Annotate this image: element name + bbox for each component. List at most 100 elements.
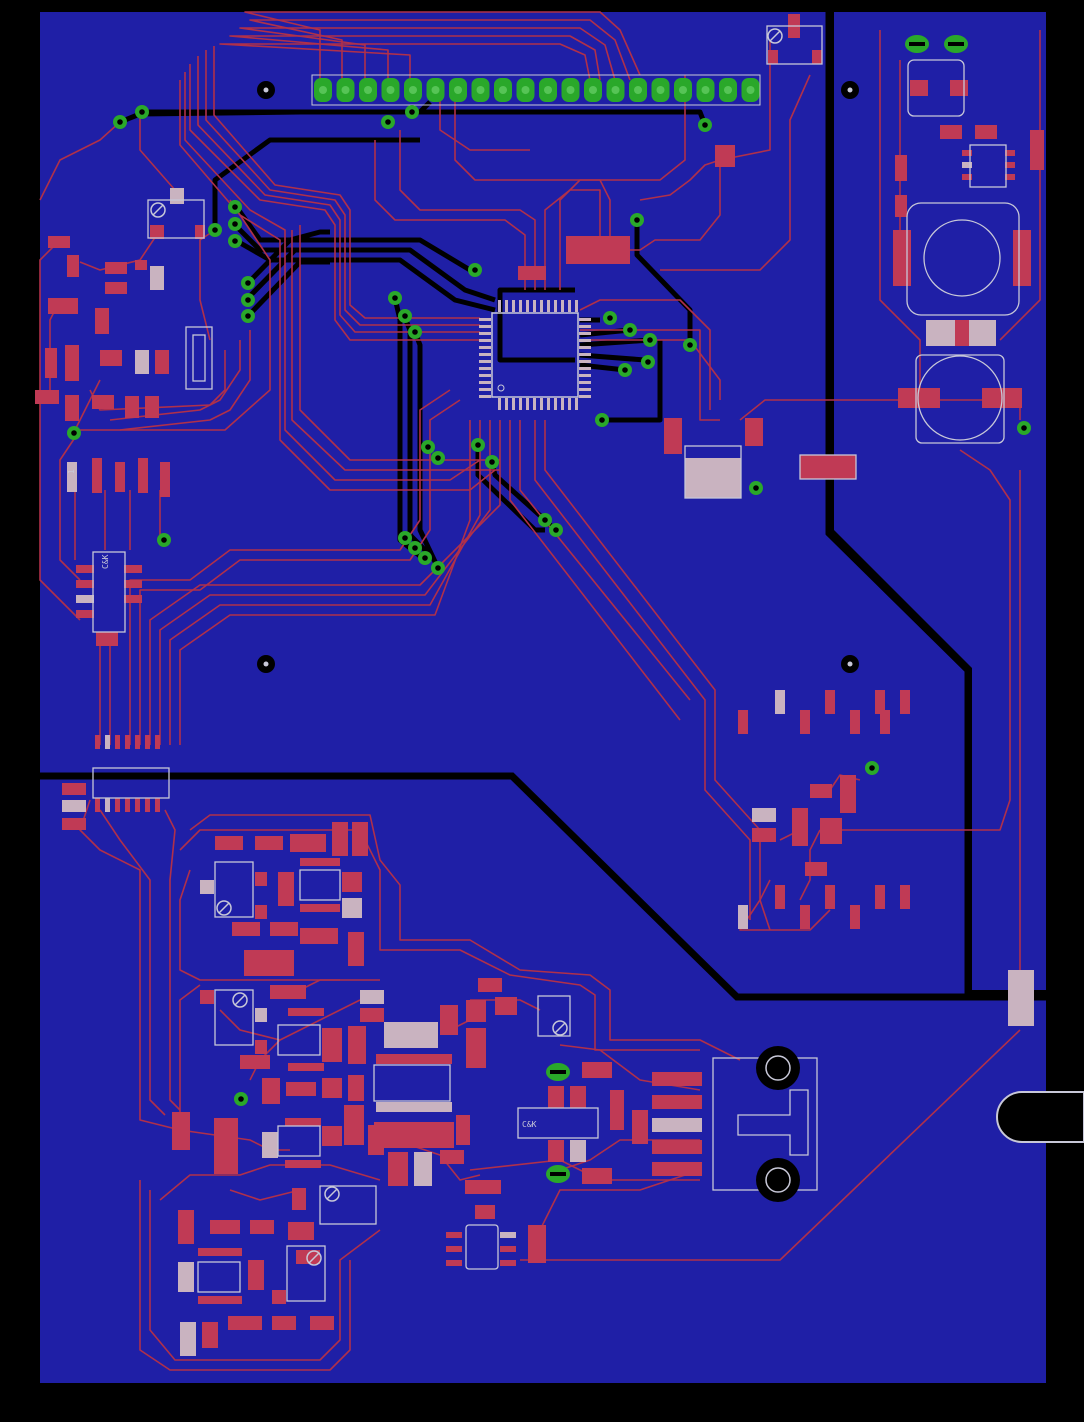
- smd-pad: [570, 1140, 586, 1162]
- via-hole: [645, 359, 651, 365]
- smd-pad: [752, 808, 776, 822]
- header-pin-hole: [679, 86, 687, 94]
- qfp-pin: [547, 300, 550, 312]
- smd-pad: [262, 1132, 278, 1158]
- smd-pad: [440, 1150, 464, 1164]
- qfp-pin: [579, 367, 591, 370]
- header-pin-hole: [589, 86, 597, 94]
- qfp-pin: [579, 339, 591, 342]
- qfp-pin: [540, 398, 543, 410]
- smd-pad: [105, 798, 110, 812]
- qfp-pin: [554, 300, 557, 312]
- smd-pad: [45, 348, 57, 378]
- smd-pad: [376, 1102, 452, 1112]
- smd-pad: [570, 1086, 586, 1108]
- smd-pad: [198, 1248, 242, 1256]
- smd-pad: [332, 822, 348, 856]
- smd-pad: [67, 255, 79, 277]
- smd-pad: [255, 836, 283, 850]
- smd-pad: [228, 1316, 262, 1330]
- qfp-pin: [526, 398, 529, 410]
- smd-pad: [178, 1262, 194, 1292]
- smd-pad: [155, 798, 160, 812]
- header-pin-hole: [386, 86, 395, 94]
- qfp-pin: [505, 398, 508, 410]
- header-pin-hole: [341, 86, 350, 94]
- via-hole: [550, 1070, 566, 1074]
- via-hole: [553, 527, 559, 533]
- smd-pad: [1030, 130, 1044, 170]
- qfp-pin: [568, 398, 571, 410]
- qfp-pin: [575, 300, 578, 312]
- smd-pad: [178, 1210, 194, 1244]
- trimmer-wiper: [234, 994, 246, 1006]
- smd-pad: [800, 710, 810, 734]
- via-hole: [238, 1096, 244, 1102]
- smd-pad: [95, 308, 109, 334]
- smd-pad: [528, 1225, 546, 1263]
- smd-pad: [285, 1118, 321, 1126]
- qfp-pin: [519, 300, 522, 312]
- trimmer-potentiometer-icon: [150, 202, 166, 218]
- smd-pad: [65, 345, 79, 381]
- smd-pad: [895, 195, 907, 217]
- smd-pad: [495, 997, 517, 1015]
- via-hole: [422, 555, 428, 561]
- header-pin-hole: [611, 86, 620, 94]
- via-hole: [245, 297, 251, 303]
- smd-pad: [893, 230, 911, 286]
- qfp-pin: [526, 300, 529, 312]
- smd-pad: [900, 690, 910, 714]
- smd-pad: [548, 1086, 564, 1108]
- smd-pad: [478, 978, 502, 992]
- smd-pad: [135, 735, 140, 749]
- via-hole: [475, 442, 481, 448]
- smd-pad: [850, 905, 860, 929]
- smd-pad: [388, 1152, 408, 1186]
- trimmer-wiper: [554, 1022, 566, 1034]
- via-hole: [550, 1172, 566, 1176]
- smd-pad: [652, 1072, 702, 1086]
- smd-pad: [446, 1260, 462, 1266]
- trimmer-potentiometer-icon: [324, 1186, 340, 1202]
- smd-pad: [200, 880, 214, 894]
- qfp-pin: [533, 300, 536, 312]
- qfp-pin: [579, 332, 591, 335]
- silkscreen-outlines: [92, 25, 1020, 1302]
- smd-pad: [76, 595, 94, 603]
- smd-pad: [100, 350, 122, 366]
- via-hole: [409, 109, 415, 115]
- header-pin-hole: [701, 86, 710, 94]
- smd-pad: [738, 905, 748, 929]
- smd-pad: [255, 1008, 267, 1022]
- smd-pad: [768, 50, 778, 64]
- via-hole: [392, 295, 398, 301]
- smd-pad: [232, 922, 260, 936]
- qfp-pin: [479, 332, 491, 335]
- smd-pad: [95, 798, 100, 812]
- smd-pad: [198, 1296, 242, 1304]
- smd-pad: [962, 174, 972, 180]
- smd-pad: [300, 858, 340, 866]
- smd-pad: [105, 282, 127, 294]
- smd-pad: [466, 1028, 486, 1068]
- smd-pad: [270, 922, 298, 936]
- smd-pad: [210, 1220, 240, 1234]
- smd-pad: [582, 1168, 612, 1184]
- smd-pad: [286, 1082, 316, 1096]
- smd-pad: [775, 885, 785, 909]
- qfp-pin: [512, 300, 515, 312]
- via-hole: [402, 535, 408, 541]
- smd-pad: [292, 1188, 306, 1210]
- trimmer-wiper: [218, 902, 230, 914]
- via-hole: [869, 765, 875, 771]
- smd-pad: [475, 1205, 495, 1219]
- qfp-pin: [479, 339, 491, 342]
- smd-pad: [820, 818, 842, 844]
- smd-pad: [155, 735, 160, 749]
- smd-pad: [940, 125, 962, 139]
- via-hole: [402, 313, 408, 319]
- smd-pad: [962, 162, 972, 168]
- via-hole: [245, 313, 251, 319]
